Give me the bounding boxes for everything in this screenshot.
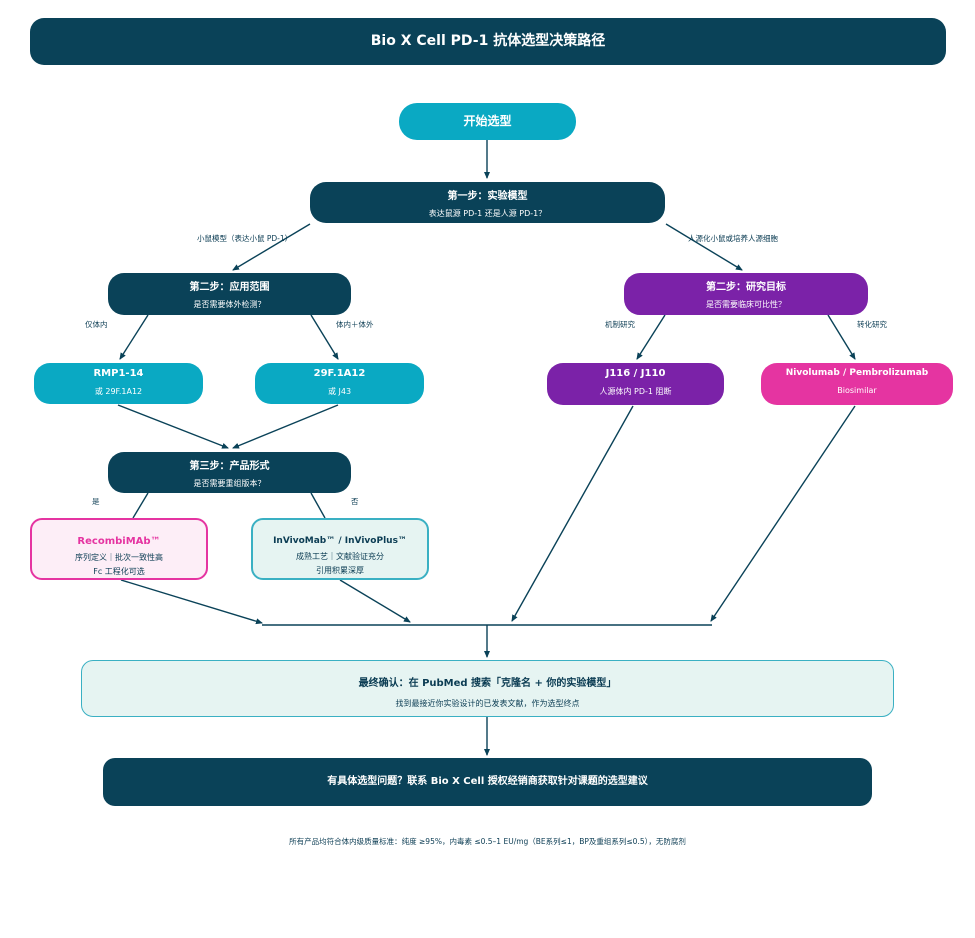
step2a-title: 第二步：应用范围 xyxy=(189,282,270,293)
final-confirm-node: 最终确认：在 PubMed 搜索「克隆名 + 你的实验模型」 找到最接近你实验设… xyxy=(81,660,894,717)
edge-label-in-vivo-vitro: 体内＋体外 xyxy=(336,320,374,329)
invivomab-line2: 引用积累深厚 xyxy=(316,566,364,575)
edge-label-humanized: 人源化小鼠或培养人源细胞 xyxy=(688,234,778,243)
step3-node: 第三步：产品形式 是否需要重组版本？ xyxy=(108,452,351,493)
product-29f-note: 或 J43 xyxy=(327,387,352,396)
product-29f: 29F.1A12 或 J43 xyxy=(255,363,424,404)
footnote: 所有产品均符合体内级质量标准：纯度 ≥95%，内毒素 ≤0.5–1 EU/mg（… xyxy=(289,837,686,846)
edge-label-yes: 是 xyxy=(92,497,100,506)
edge-label-mechanism: 机制研究 xyxy=(605,320,635,329)
invivomab-node: InVivoMab™ / InVivoPlus™ 成熟工艺｜文献验证充分 引用积… xyxy=(251,518,429,580)
edge-label-no: 否 xyxy=(351,497,359,506)
contact-banner: 有具体选型问题？联系 Bio X Cell 授权经销商获取针对课题的选型建议 xyxy=(103,758,872,806)
step2b-node: 第二步：研究目标 是否需要临床可比性？ xyxy=(624,273,868,315)
product-j116-note: 人源体内 PD-1 阻断 xyxy=(599,387,672,396)
invivomab-line1: 成熟工艺｜文献验证充分 xyxy=(296,552,384,561)
step1-question: 表达鼠源 PD-1 还是人源 PD-1？ xyxy=(428,209,547,218)
product-j116-name: J116 / J110 xyxy=(605,368,666,379)
step2b-title: 第二步：研究目标 xyxy=(706,282,786,293)
edge-label-translational: 转化研究 xyxy=(857,320,887,329)
product-nivolumab: Nivolumab / Pembrolizumab Biosimilar xyxy=(761,363,953,405)
product-j116: J116 / J110 人源体内 PD-1 阻断 xyxy=(547,363,724,405)
edge-label-in-vivo-only: 仅体内 xyxy=(85,320,108,329)
final-subtitle: 找到最接近你实验设计的已发表文献，作为选型终点 xyxy=(395,699,580,708)
edge-label-mouse-model: 小鼠模型（表达小鼠 PD-1） xyxy=(197,234,293,243)
recombimab-line1: 序列定义｜批次一致性高 xyxy=(75,553,163,562)
recombimab-node: RecombiMAb™ 序列定义｜批次一致性高 Fc 工程化可选 xyxy=(30,518,208,580)
product-nivolumab-name: Nivolumab / Pembrolizumab xyxy=(785,368,929,378)
invivomab-name: InVivoMab™ / InVivoPlus™ xyxy=(273,536,407,546)
recombimab-line2: Fc 工程化可选 xyxy=(93,567,145,576)
product-rmp1-note: 或 29F.1A12 xyxy=(94,387,143,396)
recombimab-name: RecombiMAb™ xyxy=(77,536,161,547)
product-rmp1-name: RMP1-14 xyxy=(93,368,144,379)
page-title: Bio X Cell PD-1 抗体选型决策路径 xyxy=(30,18,946,65)
step2b-question: 是否需要临床可比性？ xyxy=(706,300,786,309)
step3-question: 是否需要重组版本？ xyxy=(193,479,266,488)
product-rmp1: RMP1-14 或 29F.1A12 xyxy=(34,363,203,404)
step2a-question: 是否需要体外检测？ xyxy=(193,300,266,309)
step3-title: 第三步：产品形式 xyxy=(189,461,270,472)
start-node: 开始选型 xyxy=(399,103,576,140)
step1-node: 第一步：实验模型 表达鼠源 PD-1 还是人源 PD-1？ xyxy=(310,182,665,223)
final-title: 最终确认：在 PubMed 搜索「克隆名 + 你的实验模型」 xyxy=(358,678,617,689)
product-nivolumab-note: Biosimilar xyxy=(837,386,877,395)
step2a-node: 第二步：应用范围 是否需要体外检测？ xyxy=(108,273,351,315)
step1-title: 第一步：实验模型 xyxy=(447,191,528,202)
product-29f-name: 29F.1A12 xyxy=(313,368,366,379)
